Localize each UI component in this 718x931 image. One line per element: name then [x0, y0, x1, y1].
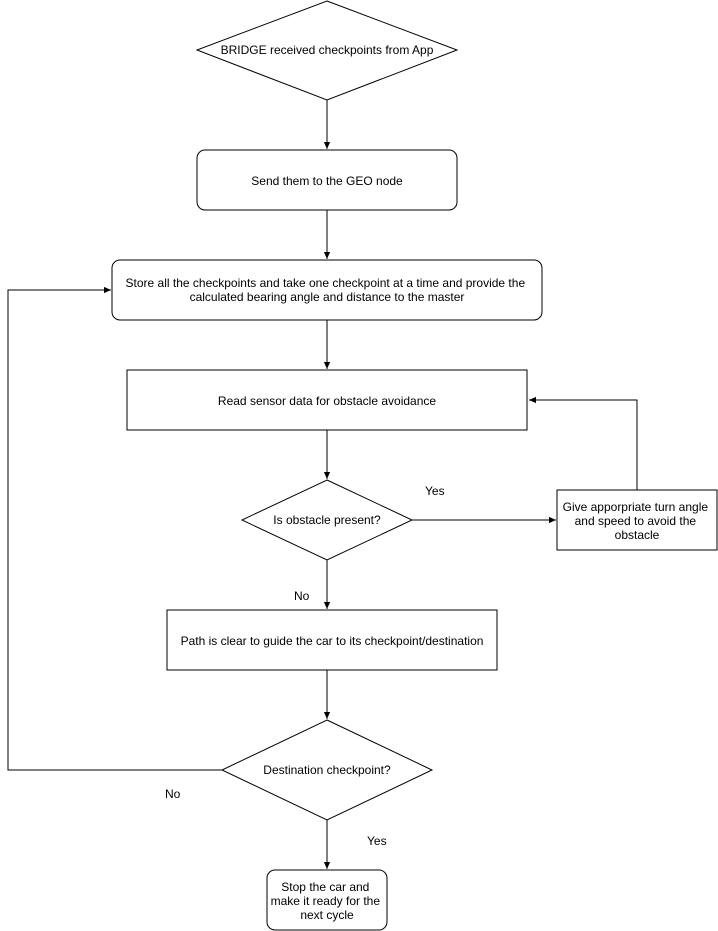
stop-car-text: Stop the car and make it ready for the n… — [271, 880, 384, 922]
send-geo-box — [196, 149, 458, 211]
start-line: BRIDGE received checkpoints from App — [221, 43, 434, 57]
start-text: BRIDGE received checkpoints from App — [221, 43, 434, 57]
node-send-geo: Send them to the GEO node — [196, 149, 458, 211]
read-sensor-box — [126, 369, 528, 431]
stop-car-line-1: Stop the car and — [281, 880, 369, 894]
stop-car-box — [266, 869, 388, 931]
node-stop-car: Stop the car and make it ready for the n… — [266, 869, 388, 931]
send-geo-text: Send them to the GEO node — [251, 174, 403, 188]
node-path-clear: Path is clear to guide the car to its ch… — [166, 609, 498, 671]
node-turn-angle: Give apporpriate turn angle and speed to… — [556, 489, 718, 551]
edge-destination-no-to-store — [7, 286, 222, 771]
obstacle-text: Is obstacle present? — [273, 513, 381, 527]
edges — [7, 100, 638, 869]
start-diamond — [195, 0, 459, 101]
path-clear-text: Path is clear to guide the car to its ch… — [181, 634, 484, 648]
destination-text: Destination checkpoint? — [263, 763, 391, 777]
read-sensor-text: Read sensor data for obstacle avoidance — [218, 394, 436, 408]
edge-turn-to-read — [529, 396, 638, 490]
edge-label-obstacle-no: No — [294, 589, 310, 603]
stop-car-line-3: next cycle — [300, 908, 354, 922]
edge-label-destination-no: No — [165, 787, 181, 801]
stop-car-line-2: make it ready for the — [271, 894, 381, 908]
obstacle-line: Is obstacle present? — [273, 513, 381, 527]
destination-diamond — [220, 719, 434, 821]
edge-label-obstacle-yes: Yes — [425, 484, 445, 498]
turn-angle-text: Give apporpriate turn angle and speed to… — [563, 500, 712, 542]
turn-angle-box — [556, 489, 718, 551]
node-store-checkpoints: Store all the checkpoints and take one c… — [111, 259, 543, 321]
node-obstacle-decision: Is obstacle present? — [240, 479, 414, 561]
destination-line: Destination checkpoint? — [263, 763, 391, 777]
turn-angle-line-2: and speed to avoid the — [575, 514, 697, 528]
send-geo-line: Send them to the GEO node — [251, 174, 403, 188]
read-sensor-line: Read sensor data for obstacle avoidance — [218, 394, 436, 408]
store-checkpoints-text: Store all the checkpoints and take one c… — [126, 276, 529, 304]
node-read-sensor: Read sensor data for obstacle avoidance — [126, 369, 528, 431]
path-clear-box — [166, 609, 498, 671]
path-clear-line: Path is clear to guide the car to its ch… — [181, 634, 484, 648]
node-start: BRIDGE received checkpoints from App — [195, 0, 459, 101]
store-checkpoints-line-1: Store all the checkpoints and take one c… — [126, 276, 526, 290]
store-checkpoints-box — [111, 259, 543, 321]
obstacle-diamond — [240, 479, 414, 561]
store-checkpoints-line-2: calculated bearing angle and distance to… — [190, 290, 465, 304]
node-destination-decision: Destination checkpoint? — [220, 719, 434, 821]
edge-label-destination-yes: Yes — [367, 834, 387, 848]
turn-angle-line-1: Give apporpriate turn angle — [563, 500, 709, 514]
turn-angle-line-3: obstacle — [615, 528, 660, 542]
